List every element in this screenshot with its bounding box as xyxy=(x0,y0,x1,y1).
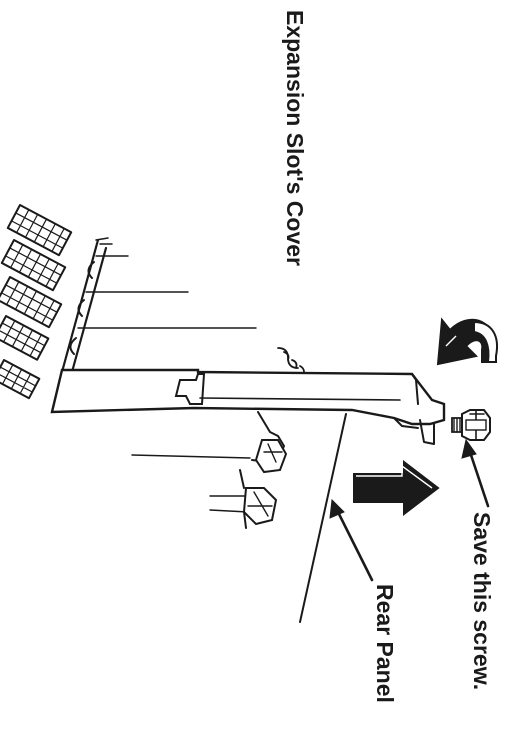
connector-block xyxy=(0,239,67,292)
leader-arrows xyxy=(329,438,490,582)
expansion-slot-cover-label: Expansion Slot's Cover xyxy=(282,10,308,266)
card-lines xyxy=(77,255,257,513)
curved-arrow-icon xyxy=(436,317,498,366)
block-arrow-icon xyxy=(353,459,440,517)
save-this-screw-label: Save this screw. xyxy=(469,512,495,690)
connector-block xyxy=(0,276,63,329)
screw-icon xyxy=(451,409,491,441)
rear-panel xyxy=(299,413,347,623)
connector-block xyxy=(0,315,50,361)
bracket-hardware xyxy=(239,347,305,529)
card-connector-grid xyxy=(0,204,73,400)
connector-block xyxy=(6,204,73,257)
expansion-slot-cover xyxy=(50,368,446,445)
connector-block xyxy=(0,359,41,400)
rear-panel-label: Rear Panel xyxy=(372,584,398,703)
